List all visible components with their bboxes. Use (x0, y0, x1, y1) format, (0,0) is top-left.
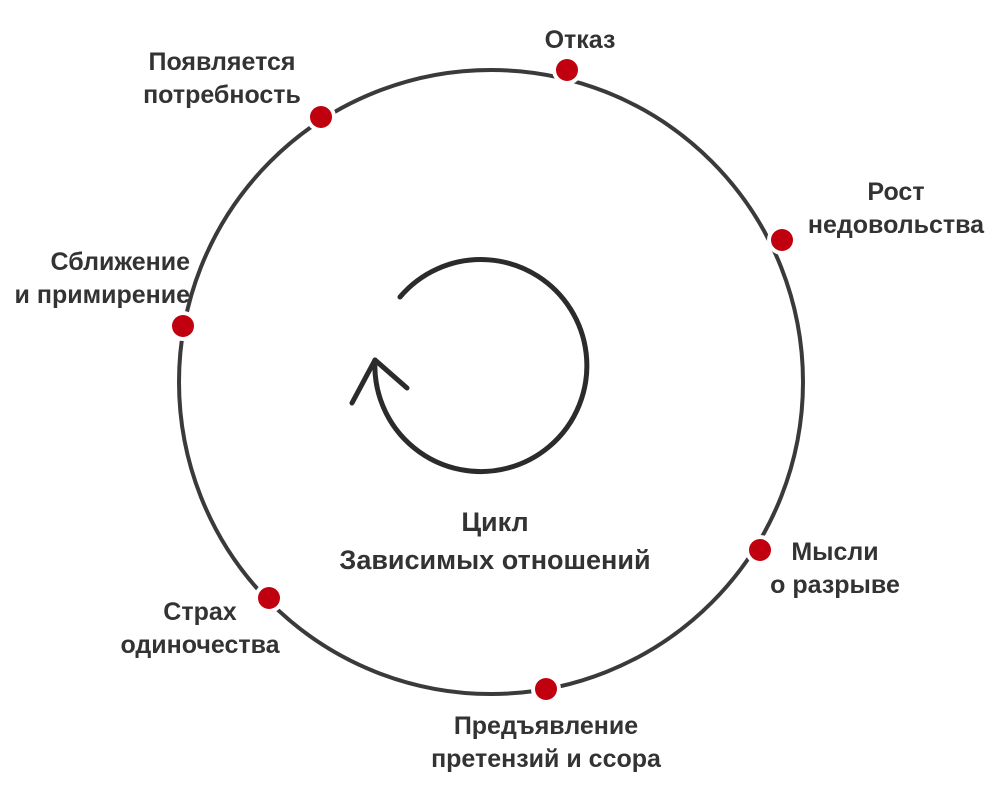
center-title-line1: Цикл (461, 507, 529, 537)
stage-node-ssora (531, 674, 561, 704)
stage-label-sblizhenie: Сближение и примирение (0, 246, 190, 312)
stage-label-rost: Рост недовольства (796, 176, 996, 242)
stage-node-strakh (254, 583, 284, 613)
stage-label-mysli-line2: о разрыве (770, 571, 900, 599)
outer-ring (177, 68, 805, 696)
stage-label-ssora-line2: претензий и ссора (431, 745, 661, 773)
center-title-line2: Зависимых отношений (339, 545, 651, 575)
stage-label-potrebnost-line2: потребность (143, 81, 301, 109)
stage-label-strakh-line1: Страх (163, 598, 237, 626)
stage-label-otkaz-line1: Отказ (544, 26, 616, 54)
stage-node-potrebnost (306, 102, 336, 132)
stage-node-sblizhenie (168, 311, 198, 341)
stage-label-mysli-line1: Мысли (791, 538, 879, 566)
stage-node-mysli (745, 535, 775, 565)
stage-label-sblizhenie-line1: Сближение (50, 248, 190, 276)
stage-label-potrebnost-line1: Появляется (148, 48, 296, 76)
stage-label-rost-line2: недовольства (807, 211, 985, 239)
center-title: Цикл Зависимых отношений (290, 503, 700, 579)
stage-label-ssora-line1: Предъявление (453, 712, 639, 740)
stage-label-ssora: Предъявление претензий и ссора (406, 710, 686, 776)
stage-label-strakh-line2: одиночества (120, 631, 280, 659)
cycle-arrowhead-icon (349, 357, 410, 406)
stage-node-otkaz (552, 55, 582, 85)
stage-label-rost-line1: Рост (867, 178, 925, 206)
stage-label-otkaz: Отказ (520, 24, 640, 57)
stage-node-rost (767, 225, 797, 255)
stage-label-mysli: Мысли о разрыве (760, 536, 910, 602)
stage-label-potrebnost: Появляется потребность (122, 46, 322, 112)
cycle-arrow-icon (372, 257, 590, 475)
stage-label-strakh: Страх одиночества (100, 596, 300, 662)
stage-label-sblizhenie-line2: и примирение (14, 281, 190, 309)
